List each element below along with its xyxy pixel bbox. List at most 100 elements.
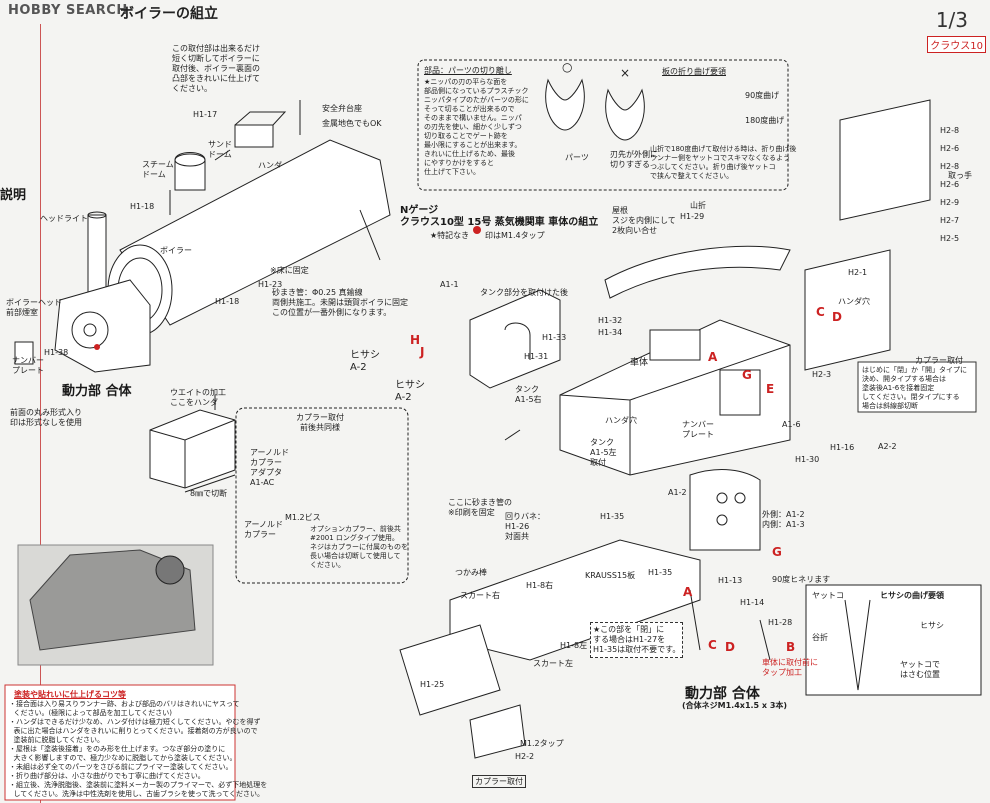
tips-title: 塗装や貼れいに仕上げるコツ等 bbox=[14, 690, 126, 699]
h1-8l-label: H1-8左 bbox=[560, 641, 588, 650]
torite-label: 取っ手 bbox=[948, 171, 972, 180]
option-note: オプションカプラー、前後共 #2001 ロングタイプ使用。 ネジはカプラーに付属… bbox=[310, 525, 408, 569]
red-h: H bbox=[410, 333, 421, 347]
tap-note: 車体に取付前に タップ加工 bbox=[762, 658, 818, 677]
h1-23-label: H1-23 bbox=[258, 280, 283, 289]
tank-a15-left: タンク A1-5左 取付 bbox=[590, 438, 617, 467]
metal-label: 金属地色でもOK bbox=[322, 119, 382, 128]
boiler-head-label: ボイラーヘッド 前部煙室 bbox=[6, 298, 62, 317]
yamaori-label: 山折 bbox=[690, 201, 706, 210]
outer-inner-label: 外側：A1-2 内側：A1-3 bbox=[762, 510, 805, 529]
h1-32-label: H1-32 bbox=[598, 316, 623, 325]
power-unit-bottom: 動力部 合体 bbox=[685, 686, 760, 702]
red-g: G bbox=[742, 368, 752, 382]
krauss-label: KRAUSS15板 bbox=[585, 571, 636, 580]
red-e: E bbox=[766, 382, 775, 396]
tips-text: ・接合面は入り易スりランナー跡、および部品のバリはきれいにヤスって ください。(… bbox=[9, 700, 268, 798]
tank-note: タンク部分を取付けた後 bbox=[480, 288, 568, 297]
sand-pipe-note: 砂まき管：Φ0.25 真鍮線 両側共施工。未開は頭賀ボイラに固定 この位置が一番… bbox=[272, 288, 408, 317]
left-label: 説明 bbox=[0, 188, 27, 203]
h1-18-label-a: H1-18 bbox=[130, 202, 155, 211]
taniori-label: 谷折 bbox=[812, 633, 828, 642]
handa-label: ハンダ bbox=[258, 161, 282, 170]
number-plate-label: ナンバー プレート bbox=[12, 356, 44, 375]
h1-25-label: H1-25 bbox=[420, 680, 445, 689]
h1-14-label: H1-14 bbox=[740, 598, 765, 607]
shatai-label: 車体 bbox=[630, 358, 649, 368]
h1-33-label: H1-33 bbox=[542, 333, 567, 342]
arnold-coupler-label: アーノルド カプラー bbox=[244, 520, 284, 539]
m12tap-label: M1.2タップ bbox=[520, 739, 564, 748]
safety-valve-label: 安全弁台座 bbox=[322, 104, 362, 113]
h2-2-label: H2-2 bbox=[515, 752, 535, 761]
h1-8r-label: H1-8右 bbox=[526, 581, 554, 590]
red-d2: D bbox=[725, 640, 735, 654]
red-g2: G bbox=[772, 545, 782, 559]
pliers-note: ヤットコで はさむ位置 bbox=[900, 660, 940, 679]
handa-hole-label: ハンダ穴 bbox=[838, 297, 870, 306]
site-logo: HOBBY SEARCH bbox=[8, 3, 128, 18]
cut-note: 刃先が外側に 切りすぎる bbox=[610, 150, 658, 169]
red-a: A bbox=[708, 350, 718, 364]
hineri-label: 90度ヒネリます bbox=[772, 575, 831, 584]
tsukami-label: つかみ棒 bbox=[455, 568, 487, 577]
ok-mark: ○ bbox=[562, 60, 573, 74]
a1-1-label: A1-1 bbox=[440, 280, 459, 289]
right-top-parts: H2-8 H2-6 H2-8 H2-6 H2-9 H2-7 H2-5 bbox=[940, 126, 960, 243]
red-j: J bbox=[420, 345, 425, 359]
gauge-label: Nゲージ bbox=[400, 205, 439, 216]
skirt-left-label: スカート左 bbox=[533, 659, 573, 668]
pliers-title: ヒサシの曲げ要領 bbox=[880, 591, 944, 600]
roof-label: 屋根 bbox=[612, 206, 628, 215]
h1-30-label: H1-30 bbox=[795, 455, 820, 464]
hisashi-label: ヒサシ bbox=[920, 621, 944, 630]
h1-35b-label: H1-35 bbox=[648, 568, 673, 577]
ng-mark: × bbox=[620, 66, 631, 80]
red-a2: A bbox=[683, 585, 693, 599]
screws-label: (合体ネジM1.4x1.5 x 3本) bbox=[682, 701, 788, 710]
h1-38-label: H1-38 bbox=[44, 348, 69, 357]
page-number: 1/3 bbox=[935, 8, 968, 32]
h2-1-label: H2-1 bbox=[848, 268, 868, 277]
coupler-attach-bottom: カプラー取付 bbox=[472, 775, 526, 788]
power-unit-label: 動力部 合体 bbox=[62, 384, 132, 399]
h1-34-label: H1-34 bbox=[598, 328, 623, 337]
coupler-box-title: カプラー取付 前後共同様 bbox=[296, 413, 344, 432]
boiler-note: この取付部は出来るだけ 短く切断してボイラーに 取付後、ボイラー裏面の 凸部をき… bbox=[172, 44, 260, 93]
weight-label: ウエイトの加工 ここをハンダ bbox=[170, 388, 226, 407]
red-c2: C bbox=[708, 638, 717, 652]
roof-note: スジを内側にして 2枚向い合せ bbox=[612, 216, 676, 235]
handa-ana-label: ハンダ穴 bbox=[605, 416, 637, 425]
a2-2-label: A2-2 bbox=[878, 442, 897, 451]
h1-28-label: H1-28 bbox=[768, 618, 793, 627]
bend-note: 山折で180度曲げて取付ける時は、折り曲げ後 ランナー側をヤットコでスキマなくな… bbox=[650, 145, 797, 180]
red-d: D bbox=[832, 310, 842, 324]
model-name: クラウス10型 15号 蒸気機関車 車体の組立 bbox=[400, 217, 599, 228]
front-note: 前面の丸み形式入り 印は形式なしを使用 bbox=[10, 408, 82, 427]
hisashi-a2-a: ヒサシ A-2 bbox=[350, 350, 380, 373]
arnold-adapter-label: アーノルド カプラー アダプタ A1-AC bbox=[250, 448, 290, 487]
m12-label: M1.2ビス bbox=[285, 513, 321, 522]
hisashi-a2-b: ヒサシ A-2 bbox=[395, 380, 425, 403]
parts-box-title: 部品：パーツの切り離し bbox=[424, 66, 512, 75]
closed-note: ★この部を「閉」に する場合はH1-27を H1-35は取付不要です。 bbox=[590, 622, 684, 658]
tank-a15-right: タンク A1-5右 bbox=[515, 385, 542, 404]
bend1-label: 90度曲げ bbox=[745, 91, 780, 100]
parts-box-text: ★ニッパの刃の平らな面を 部品側になっているプラスチック ニッパタイプのたがパー… bbox=[424, 78, 529, 176]
h1-16-label: H1-16 bbox=[830, 443, 855, 452]
coupler-attach-label: カプラー取付 bbox=[915, 356, 963, 365]
bend-title: 板の折り曲げ要領 bbox=[662, 67, 726, 76]
model-tag: クラウス10 bbox=[927, 36, 986, 53]
boiler-label: ボイラー bbox=[160, 246, 192, 255]
headlight-label: ヘッドライト bbox=[40, 214, 88, 223]
bend2-label: 180度曲げ bbox=[745, 116, 785, 125]
h1-35-label: H1-35 bbox=[600, 512, 625, 521]
yattoko-label: ヤットコ bbox=[812, 591, 844, 600]
a1-6-label: A1-6 bbox=[782, 420, 801, 429]
coupler-note: はじめに「閉」か「開」タイプに 決め、開タイプする場合は 塗装後A1-6を接着固… bbox=[862, 366, 967, 410]
title-note: ★特記なき bbox=[430, 231, 470, 240]
steam-dome-label: スチーム ドーム bbox=[142, 160, 174, 179]
h1-13-label: H1-13 bbox=[718, 576, 743, 585]
h1-26-label: 回りバネ： H1-26 対面共 bbox=[505, 512, 545, 541]
